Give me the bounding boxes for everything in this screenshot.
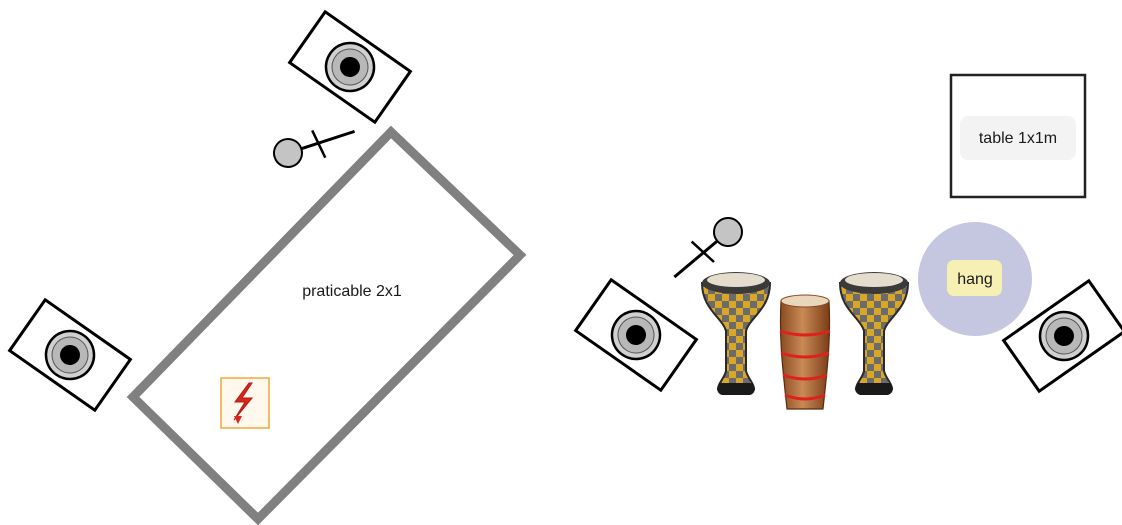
darbuka-icon (839, 271, 909, 396)
power-outlet-icon (220, 377, 270, 429)
riser-label: praticable 2x1 (302, 283, 402, 300)
riser-platform (126, 125, 527, 525)
table-label-box (960, 116, 1076, 160)
speaker-icon (574, 278, 698, 392)
microphone-stand-icon (268, 116, 362, 175)
hang-label-box (947, 260, 1002, 296)
table-label: table 1x1m (979, 130, 1057, 147)
darbuka-icon (701, 271, 771, 396)
speaker-icon (8, 298, 132, 412)
hang-label: hang (957, 271, 993, 288)
speaker-icon (288, 10, 412, 124)
conga-icon (778, 293, 832, 411)
